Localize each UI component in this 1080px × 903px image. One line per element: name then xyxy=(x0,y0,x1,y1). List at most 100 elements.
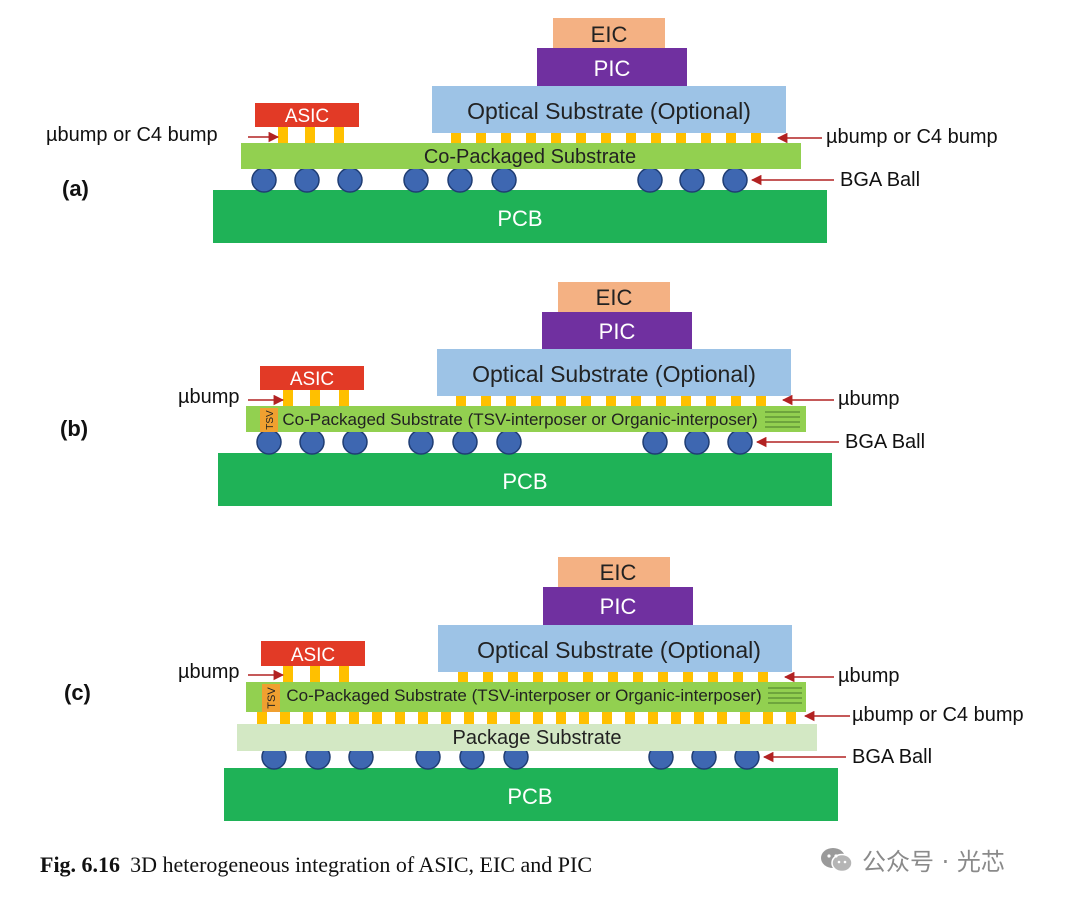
panel-a: (a) PCB Co-Packaged Substrate ASIC xyxy=(46,18,998,243)
bump xyxy=(487,712,497,724)
bga-ball xyxy=(637,167,663,193)
bump xyxy=(531,396,541,406)
bump xyxy=(608,672,618,682)
bump xyxy=(310,666,320,682)
bump xyxy=(476,133,486,143)
optical-bump-row xyxy=(458,672,768,682)
bump xyxy=(583,672,593,682)
bump xyxy=(278,127,288,143)
bump xyxy=(581,396,591,406)
asic-label: ASIC xyxy=(285,106,329,127)
optical-substrate-label: Optical Substrate (Optional) xyxy=(467,98,751,124)
bump xyxy=(533,712,543,724)
bump xyxy=(756,396,766,406)
bump xyxy=(339,666,349,682)
asic-label: ASIC xyxy=(290,369,334,390)
pic-label: PIC xyxy=(599,319,636,344)
copackaged-substrate-label: Co-Packaged Substrate xyxy=(424,146,636,168)
optical-substrate xyxy=(432,86,786,133)
bga-ball xyxy=(408,429,434,455)
asic-bump-row xyxy=(278,127,344,143)
bga-ball-row xyxy=(251,167,748,193)
optical-substrate-label: Optical Substrate (Optional) xyxy=(472,361,756,387)
bump xyxy=(349,712,359,724)
bump xyxy=(701,133,711,143)
optical-substrate xyxy=(437,349,791,396)
pic-die xyxy=(542,312,692,349)
bump xyxy=(658,672,668,682)
eic-die xyxy=(553,18,665,48)
eic-label: EIC xyxy=(591,22,628,47)
bump xyxy=(283,666,293,682)
bump xyxy=(339,390,349,406)
bump xyxy=(305,127,315,143)
bga-ball xyxy=(496,429,522,455)
copackaged-substrate xyxy=(246,682,806,712)
bga-ball xyxy=(342,429,368,455)
bump xyxy=(676,133,686,143)
bump xyxy=(556,712,566,724)
bump xyxy=(758,672,768,682)
bump xyxy=(441,712,451,724)
bump xyxy=(740,712,750,724)
bump xyxy=(506,396,516,406)
bump xyxy=(626,133,636,143)
bga-ball xyxy=(491,167,517,193)
panel-label: (c) xyxy=(64,680,91,705)
optical-substrate xyxy=(438,625,792,672)
bump xyxy=(671,712,681,724)
bump xyxy=(483,672,493,682)
asic-die xyxy=(260,366,364,390)
pic-die xyxy=(543,587,693,625)
copackaged-substrate xyxy=(241,143,801,169)
panel-label: (b) xyxy=(60,416,88,441)
bump xyxy=(576,133,586,143)
diagram-svg: (a) PCB Co-Packaged Substrate ASIC xyxy=(46,18,1024,821)
tsv-column xyxy=(262,684,280,712)
bump xyxy=(303,712,313,724)
pic-label: PIC xyxy=(594,56,631,81)
pcb-label: PCB xyxy=(507,784,552,809)
bump xyxy=(694,712,704,724)
bump xyxy=(508,672,518,682)
bump xyxy=(786,712,796,724)
right-bump-label: µbump xyxy=(838,388,900,410)
bga-ball-label: BGA Ball xyxy=(840,169,920,191)
bump xyxy=(451,133,461,143)
bga-ball-row xyxy=(256,429,753,455)
bga-ball xyxy=(452,429,478,455)
pcb-layer xyxy=(224,768,838,821)
panel-b: (b) PCB TSV Co-Packaged Substrate (TSV-i… xyxy=(60,282,925,506)
left-bump-label: µbump xyxy=(178,386,240,408)
bump xyxy=(458,672,468,682)
bga-ball xyxy=(722,167,748,193)
eic-label: EIC xyxy=(596,285,633,310)
tsv-label: TSV xyxy=(266,687,278,709)
bump xyxy=(726,133,736,143)
left-bump-label: µbump xyxy=(178,661,240,683)
panel-label: (a) xyxy=(62,176,89,201)
optical-bump-row xyxy=(456,396,766,406)
bump xyxy=(551,133,561,143)
bump xyxy=(681,396,691,406)
bump xyxy=(579,712,589,724)
bump xyxy=(602,712,612,724)
watermark: 公众号 · 光芯 xyxy=(820,842,1005,877)
bump xyxy=(334,127,344,143)
bump xyxy=(418,712,428,724)
package-substrate-label: Package Substrate xyxy=(453,727,622,749)
bga-ball xyxy=(294,167,320,193)
bump xyxy=(631,396,641,406)
panel-c: (c) PCB Package Substrate xyxy=(64,557,1024,821)
bga-ball-label: BGA Ball xyxy=(845,431,925,453)
copackaged-substrate xyxy=(246,406,806,432)
bump xyxy=(257,712,267,724)
tsv-column xyxy=(260,408,278,432)
bump xyxy=(456,396,466,406)
bga-ball-label: BGA Ball xyxy=(852,746,932,768)
watermark-text: 公众号 · 光芯 xyxy=(862,848,1005,876)
bump xyxy=(731,396,741,406)
package-bump-row xyxy=(257,712,796,724)
